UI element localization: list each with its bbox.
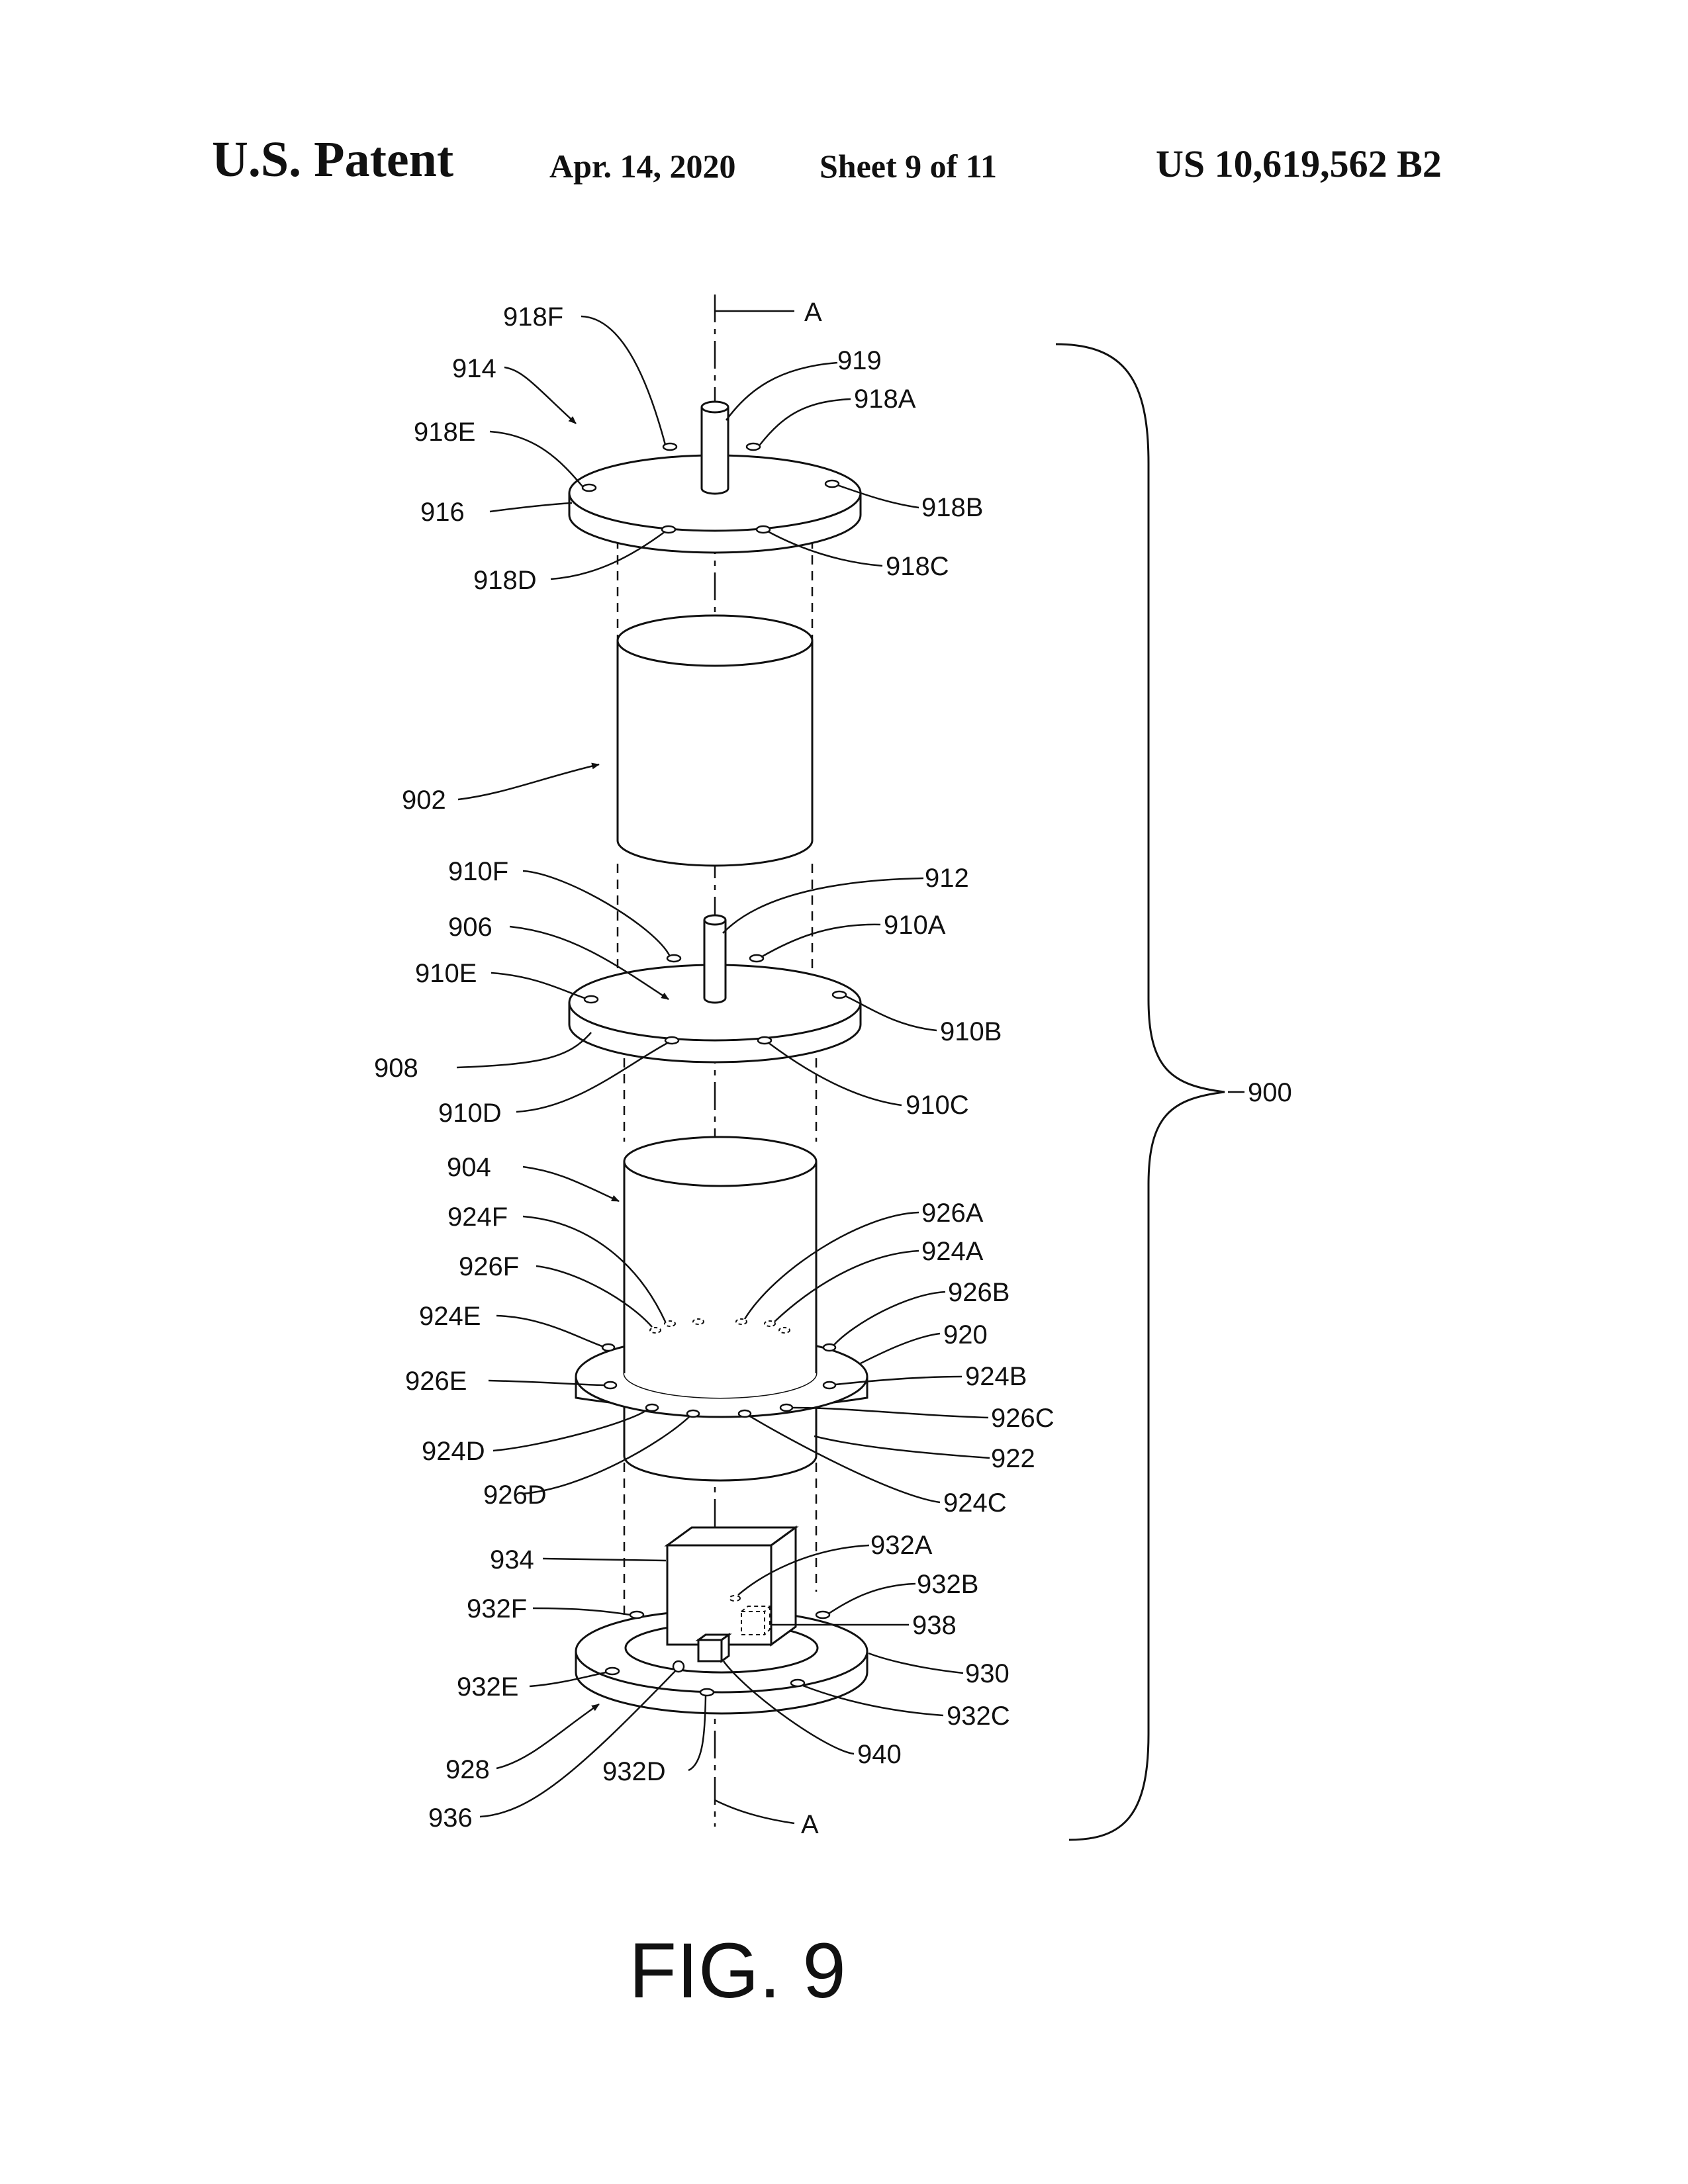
upper-cylinder bbox=[618, 615, 812, 866]
axis-leader-bottom bbox=[715, 1800, 794, 1823]
top-end-cap bbox=[569, 402, 861, 553]
label-916: 916 bbox=[420, 498, 465, 527]
lower-cylinder-assembly bbox=[576, 1137, 867, 1480]
label-914: 914 bbox=[452, 354, 496, 383]
label-926D: 926D bbox=[483, 1480, 547, 1510]
label-918E: 918E bbox=[414, 418, 475, 447]
label-908: 908 bbox=[374, 1054, 418, 1083]
label-938: 938 bbox=[912, 1611, 957, 1640]
label-932C: 932C bbox=[947, 1702, 1010, 1731]
label-928: 928 bbox=[445, 1755, 490, 1784]
assembly-brace bbox=[1056, 344, 1225, 1840]
label-922: 922 bbox=[991, 1444, 1035, 1473]
label-910B: 910B bbox=[940, 1017, 1002, 1046]
label-904: 904 bbox=[447, 1153, 491, 1182]
label-940: 940 bbox=[857, 1740, 902, 1769]
label-924B: 924B bbox=[965, 1362, 1027, 1391]
label-918D: 918D bbox=[473, 566, 537, 595]
label-932F: 932F bbox=[467, 1594, 527, 1623]
label-926B: 926B bbox=[948, 1278, 1009, 1307]
label-920: 920 bbox=[943, 1320, 988, 1349]
label-926A: 926A bbox=[921, 1199, 984, 1228]
label-934: 934 bbox=[490, 1545, 534, 1574]
label-910F: 910F bbox=[448, 857, 508, 886]
label-932A: 932A bbox=[870, 1531, 933, 1560]
label-932B: 932B bbox=[917, 1570, 978, 1599]
figure-caption: FIG. 9 bbox=[629, 1926, 846, 2016]
label-906: 906 bbox=[448, 913, 492, 942]
leader-lines bbox=[457, 316, 1244, 1817]
label-924E: 924E bbox=[419, 1302, 481, 1331]
label-910E: 910E bbox=[415, 959, 477, 988]
label-924C: 924C bbox=[943, 1488, 1007, 1518]
label-918A: 918A bbox=[854, 385, 916, 414]
label-918C: 918C bbox=[886, 552, 949, 581]
axis-label-bottom: A bbox=[801, 1810, 819, 1839]
middle-plate bbox=[569, 915, 861, 1062]
label-936: 936 bbox=[428, 1803, 473, 1833]
label-912: 912 bbox=[925, 864, 969, 893]
label-924A: 924A bbox=[921, 1237, 984, 1266]
label-924D: 924D bbox=[422, 1437, 485, 1466]
label-932E: 932E bbox=[457, 1672, 518, 1702]
label-926C: 926C bbox=[991, 1404, 1055, 1433]
base-plate-assembly bbox=[576, 1527, 867, 1713]
axis-label-top: A bbox=[804, 298, 822, 327]
label-918F: 918F bbox=[503, 302, 563, 332]
label-900: 900 bbox=[1248, 1078, 1292, 1107]
label-926E: 926E bbox=[405, 1367, 467, 1396]
label-910A: 910A bbox=[884, 911, 946, 940]
label-910C: 910C bbox=[906, 1091, 969, 1120]
label-930: 930 bbox=[965, 1659, 1009, 1688]
label-910D: 910D bbox=[438, 1099, 502, 1128]
label-924F: 924F bbox=[447, 1203, 508, 1232]
label-919: 919 bbox=[837, 346, 882, 375]
label-902: 902 bbox=[402, 786, 446, 815]
label-918B: 918B bbox=[921, 493, 983, 522]
label-926F: 926F bbox=[459, 1252, 519, 1281]
label-932D: 932D bbox=[602, 1757, 666, 1786]
